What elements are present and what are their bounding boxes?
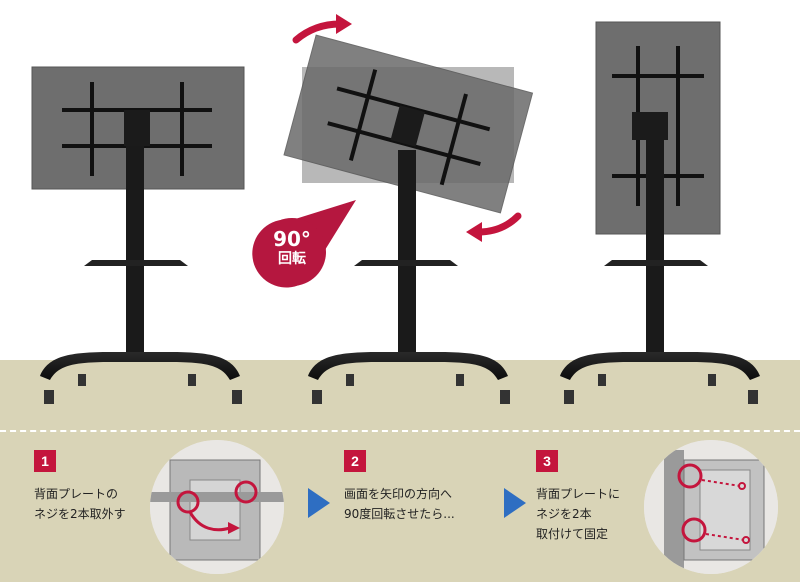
step-1-line-1: 背面プレートの bbox=[34, 487, 119, 501]
step-3-line-3: 取付けて固定 bbox=[536, 527, 609, 541]
rotation-word: 回転 bbox=[278, 251, 306, 267]
step-1-line-2: ネジを2本取外す bbox=[34, 507, 126, 521]
step-1-number: 1 bbox=[34, 450, 56, 472]
step-2-line-2: 90度回転させたら... bbox=[344, 507, 455, 521]
step-3-line-1: 背面プレートに bbox=[536, 487, 621, 501]
step-1-photo bbox=[150, 440, 284, 574]
step-arrow-icon bbox=[308, 488, 330, 518]
step-3-text: 背面プレートに ネジを2本 取付けて固定 bbox=[536, 484, 620, 544]
stand-portrait bbox=[560, 21, 760, 404]
step-2-text: 画面を矢印の方向へ 90度回転させたら... bbox=[344, 484, 455, 524]
step-3-line-2: ネジを2本 bbox=[536, 507, 592, 521]
step-2-number: 2 bbox=[344, 450, 366, 472]
step-3-number: 3 bbox=[536, 450, 558, 472]
step-3-photo bbox=[644, 440, 778, 574]
stand-rotating bbox=[252, 14, 534, 404]
dashed-divider bbox=[0, 430, 800, 432]
rotation-angle: 90° bbox=[273, 227, 311, 251]
step-2-line-1: 画面を矢印の方向へ bbox=[344, 487, 453, 501]
stand-landscape bbox=[31, 66, 245, 404]
step-1-text: 背面プレートの ネジを2本取外す bbox=[34, 484, 126, 524]
rotation-callout: 90° 回転 bbox=[262, 228, 322, 268]
